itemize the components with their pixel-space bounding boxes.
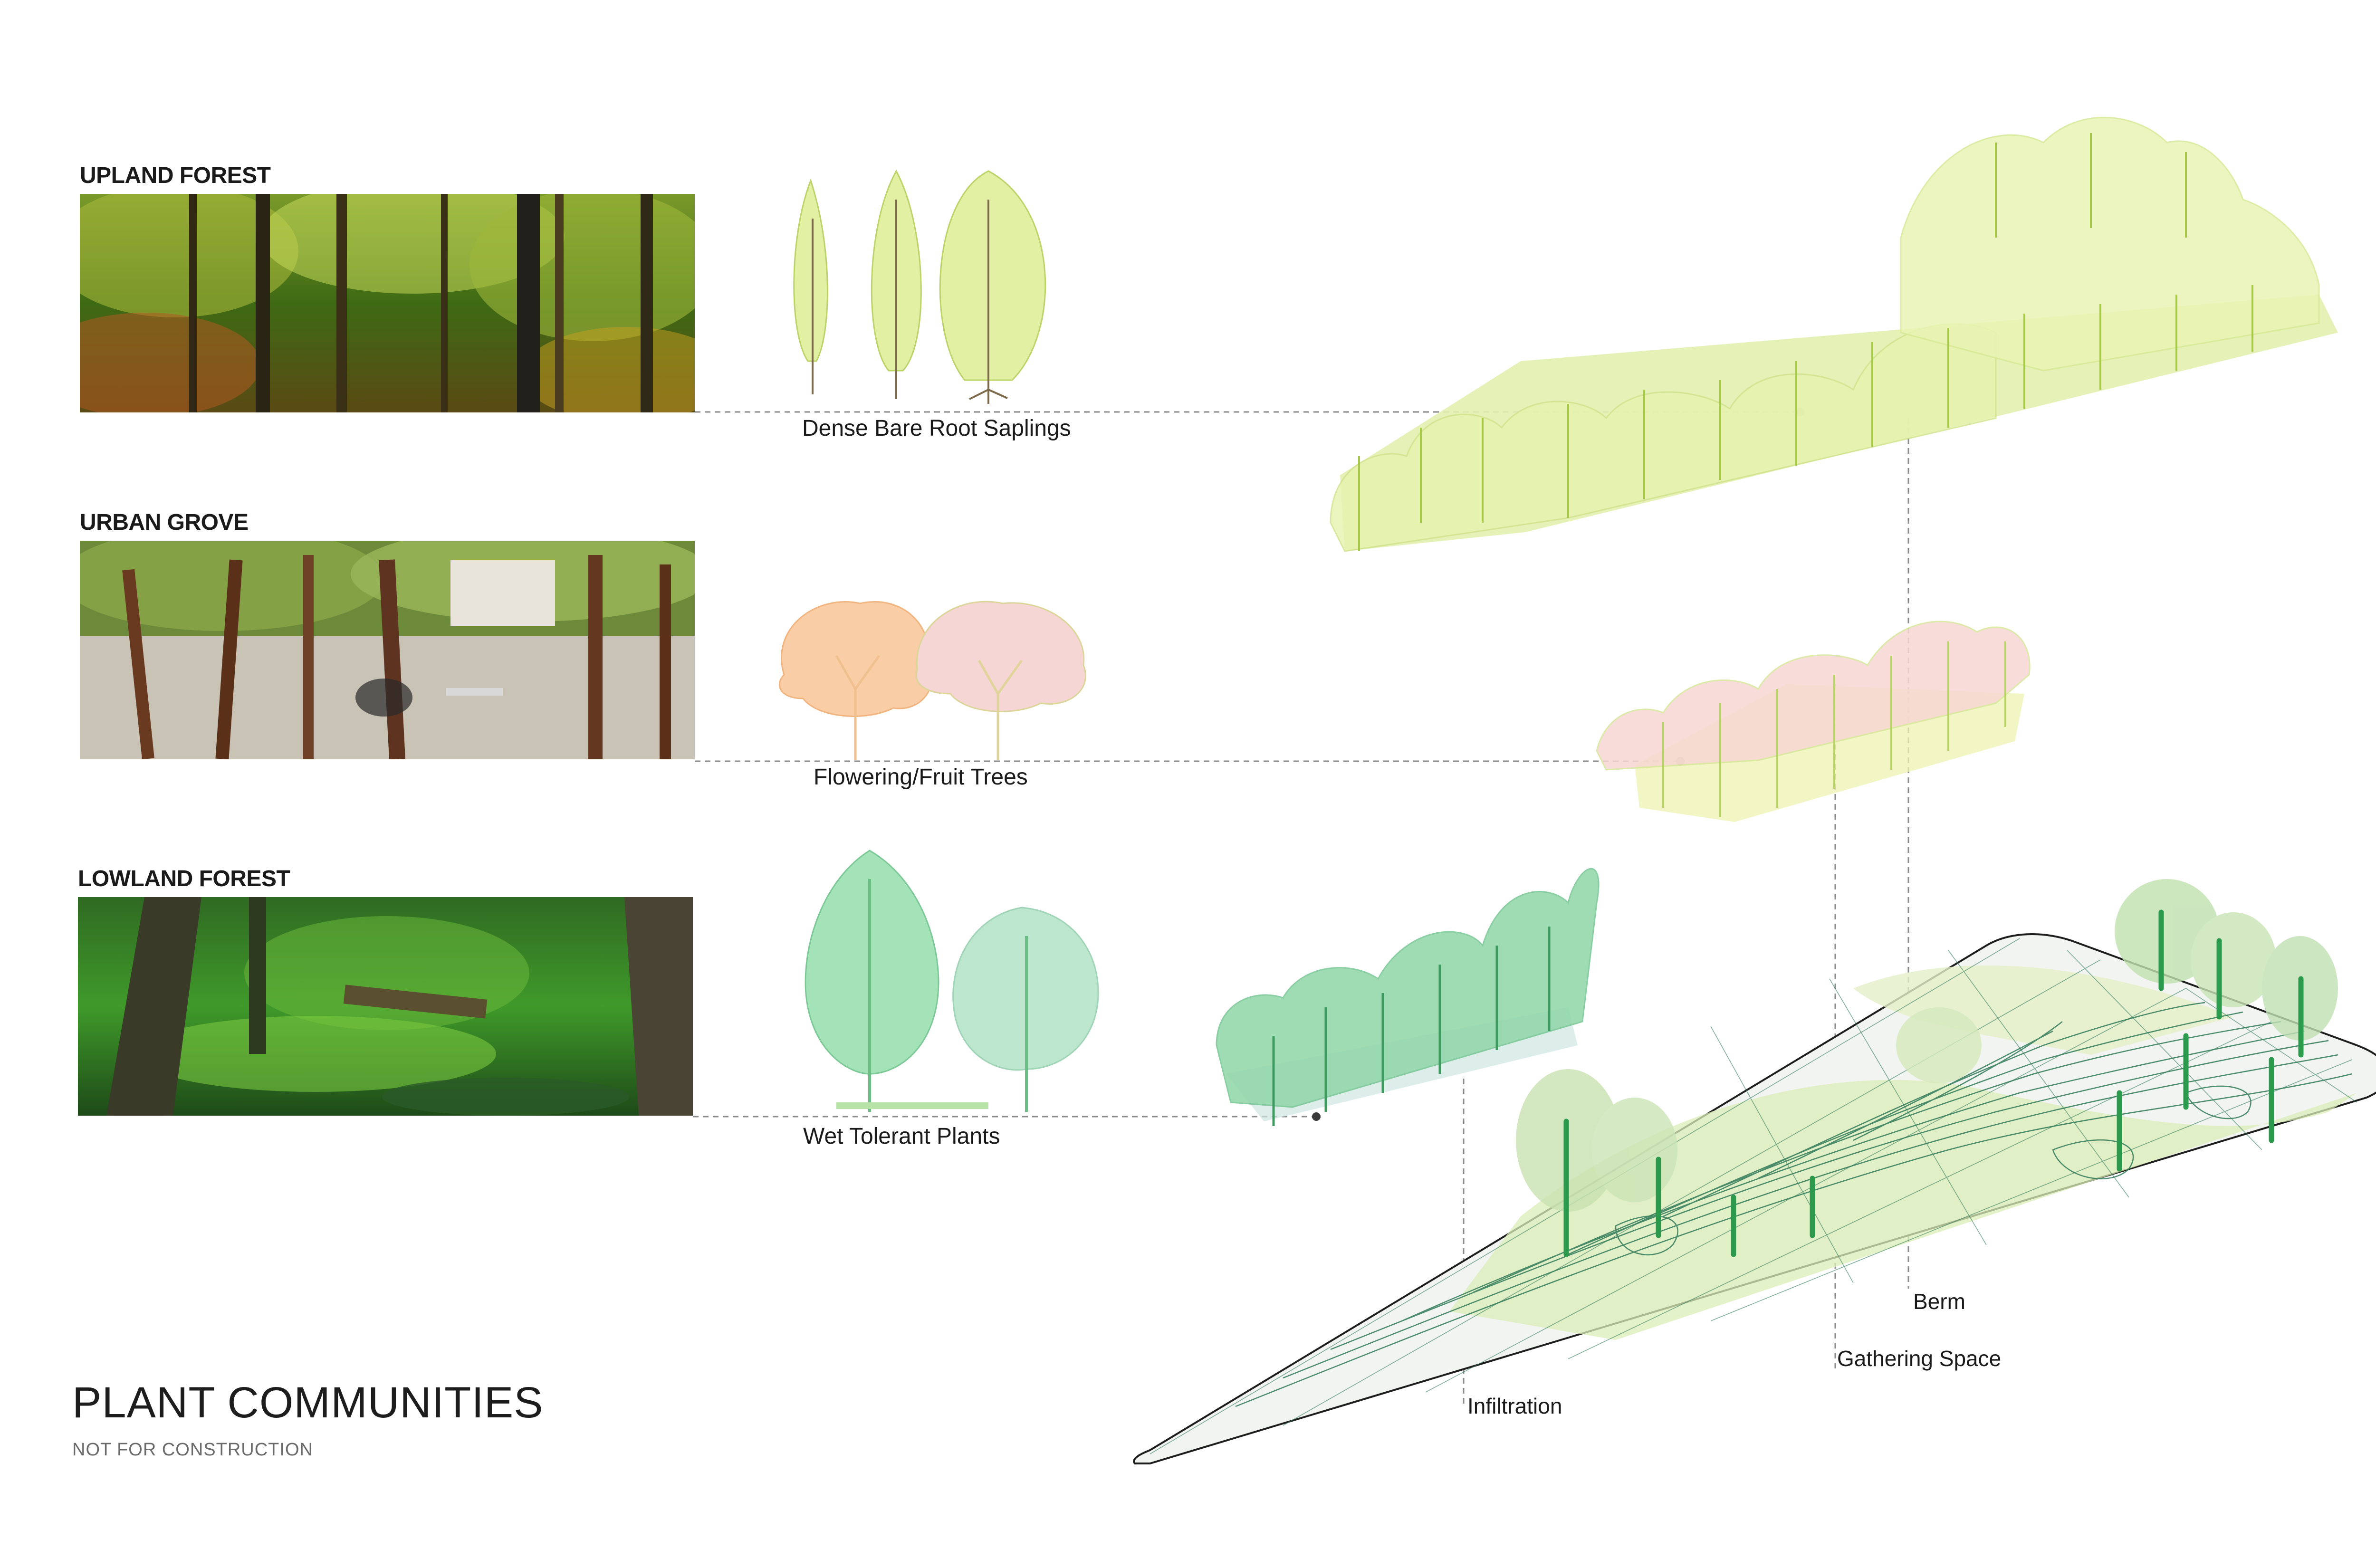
heading-urban-grove: URBAN GROVE xyxy=(80,510,249,535)
base-tree-trunks xyxy=(1563,909,2304,1257)
lowland-forest-photo xyxy=(78,897,693,1116)
callout-berm: Berm xyxy=(1913,1289,1965,1314)
label-dense-bare-root-saplings: Dense Bare Root Saplings xyxy=(802,416,1071,441)
heading-lowland-forest: LOWLAND FOREST xyxy=(78,866,290,891)
upland-axon-layer xyxy=(1330,116,2338,552)
heading-upland-forest: UPLAND FOREST xyxy=(80,163,271,188)
urban-axon-layer xyxy=(1596,621,2031,822)
page-title: PLANT COMMUNITIES xyxy=(72,1378,544,1427)
lowland-axon-layer xyxy=(1216,868,1600,1126)
label-flowering-fruit-trees: Flowering/Fruit Trees xyxy=(814,765,1028,790)
callout-infiltration: Infiltration xyxy=(1467,1394,1562,1418)
label-wet-tolerant-plants: Wet Tolerant Plants xyxy=(803,1124,1000,1149)
urban-grove-photo xyxy=(80,541,695,759)
page-subtitle: NOT FOR CONSTRUCTION xyxy=(72,1440,313,1460)
grid-lines xyxy=(1150,938,2357,1454)
callout-gathering-space: Gathering Space xyxy=(1837,1346,2002,1371)
wet-tolerant-tree-icons xyxy=(805,850,1099,1112)
base-tree-canopies xyxy=(1516,879,2338,1212)
flowering-tree-icons xyxy=(779,601,1086,760)
site-base-plane xyxy=(1133,879,2376,1464)
contour-lines xyxy=(1235,1002,2353,1407)
upland-forest-photo xyxy=(80,194,695,412)
upland-sapling-icons xyxy=(793,169,1046,381)
leader-lines xyxy=(693,411,1909,1406)
